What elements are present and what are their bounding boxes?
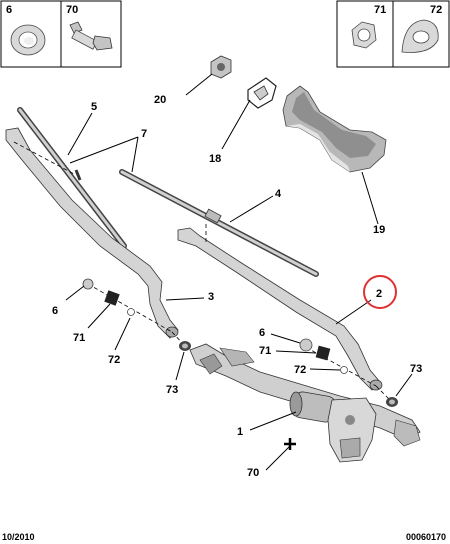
header-label-70: 70 bbox=[66, 4, 78, 16]
callout-18: 18 bbox=[209, 153, 221, 165]
leader-lines bbox=[65, 73, 413, 471]
header-label-72: 72 bbox=[430, 4, 442, 16]
part-73-pivot-right bbox=[386, 397, 398, 407]
callout-2: 2 bbox=[376, 288, 382, 300]
bolt-icon bbox=[69, 21, 113, 51]
part-1-linkage-motor bbox=[189, 343, 421, 463]
callout-6-right: 6 bbox=[259, 327, 265, 339]
callout-73-right: 73 bbox=[410, 363, 422, 375]
part-72-spacer-left bbox=[127, 308, 135, 316]
part-6-washer-left bbox=[82, 278, 94, 290]
part-19-cover bbox=[282, 85, 387, 173]
header-label-6: 6 bbox=[6, 4, 12, 16]
part-73-pivot-left bbox=[179, 341, 191, 351]
callout-71-left: 71 bbox=[73, 332, 85, 344]
header-box-left: 6 70 bbox=[0, 0, 122, 68]
callout-70: 70 bbox=[247, 467, 259, 479]
part-3-arm bbox=[5, 127, 179, 339]
callout-72-right: 72 bbox=[294, 364, 306, 376]
callout-3: 3 bbox=[208, 291, 214, 303]
callout-19: 19 bbox=[373, 224, 385, 236]
part-71-nut-left bbox=[104, 290, 120, 306]
dash-arm-left-hardware bbox=[87, 283, 173, 333]
highlight-circle bbox=[363, 275, 397, 309]
part-6-washer-right bbox=[299, 338, 313, 352]
right-hardware-stack bbox=[299, 338, 348, 374]
part-20-nut bbox=[210, 55, 232, 79]
callout-72-left: 72 bbox=[108, 354, 120, 366]
dash-arm-right-pivot bbox=[375, 385, 393, 403]
dash-arm-right-hardware bbox=[299, 343, 377, 387]
callout-20: 20 bbox=[154, 94, 166, 106]
header-label-71: 71 bbox=[374, 4, 386, 16]
callout-5: 5 bbox=[91, 101, 97, 113]
spacer-icon bbox=[401, 19, 439, 53]
part-71-nut-right bbox=[315, 345, 331, 361]
callout-71-right: 71 bbox=[259, 345, 271, 357]
part-18-clip bbox=[247, 77, 277, 109]
footer-date: 10/2010 bbox=[2, 532, 35, 542]
part-4-blade bbox=[119, 169, 319, 277]
callout-4: 4 bbox=[275, 188, 282, 200]
nut-icon bbox=[351, 21, 377, 49]
dash-blade-arm-left bbox=[13, 141, 75, 175]
part-70-bolt-marker bbox=[284, 438, 296, 450]
part-5-blade bbox=[17, 107, 127, 249]
footer-reference: 00060170 bbox=[406, 532, 446, 542]
left-hardware-stack bbox=[82, 278, 135, 316]
callout-7: 7 bbox=[141, 128, 147, 140]
callout-labels: 5 7 20 18 19 4 2 6 71 72 3 73 6 71 72 73… bbox=[52, 94, 422, 479]
callout-6-left: 6 bbox=[52, 305, 58, 317]
callout-73-left: 73 bbox=[166, 384, 178, 396]
callout-1: 1 bbox=[237, 426, 243, 438]
header-box-right: 71 72 bbox=[336, 0, 450, 68]
part-72-spacer-right bbox=[340, 366, 348, 374]
washer-icon bbox=[10, 24, 46, 56]
